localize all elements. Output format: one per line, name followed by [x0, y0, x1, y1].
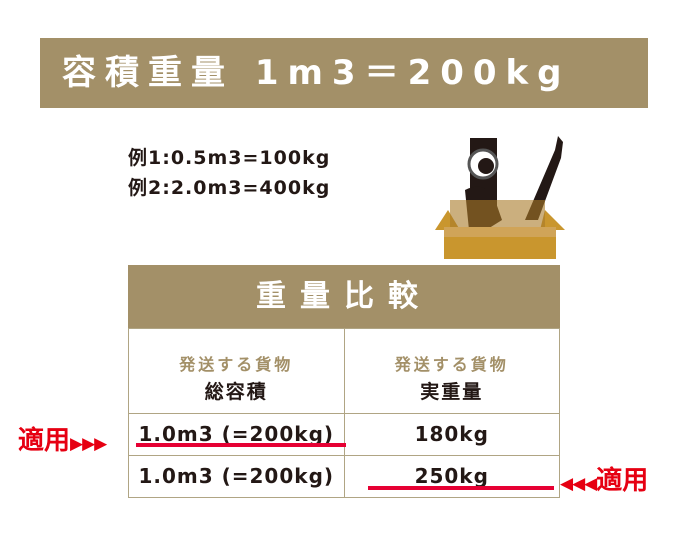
table-row: 1.0m3 (=200kg) 250kg [129, 455, 559, 497]
example-2: 例2:2.0m3=400kg [128, 177, 331, 199]
apply-text: 適用 [596, 466, 649, 496]
header-sub: 発送する貨物 [179, 355, 294, 374]
apply-label-left: 適用▶▶▶ [18, 420, 107, 457]
example-1: 例1:0.5m3=100kg [128, 147, 331, 169]
header-main: 総容積 [204, 381, 268, 403]
applied-underline [136, 443, 346, 447]
header-sub: 発送する貨物 [394, 355, 509, 374]
header-actual: 発送する貨物 実重量 [343, 329, 560, 413]
arrow-right-icon: ▶▶▶ [70, 434, 107, 454]
mascot-in-box-icon [435, 136, 565, 259]
title-banner: 容積重量 1m3＝200kg [40, 38, 648, 108]
weight-comparison-table: 重量比較 発送する貨物 総容積 発送する貨物 実重量 1.0m3 (=200kg… [128, 265, 560, 498]
table-cell: 180kg [343, 414, 560, 455]
arrow-left-icon: ◀◀◀ [560, 474, 597, 494]
header-main: 実重量 [420, 381, 484, 403]
table-header-row: 発送する貨物 総容積 発送する貨物 実重量 [129, 328, 559, 413]
table-cell: 250kg [343, 456, 560, 497]
table-cell: 1.0m3 (=200kg) [138, 422, 335, 446]
table-title: 重量比較 [128, 265, 560, 328]
apply-label-right: ◀◀◀適用 [560, 460, 648, 497]
table-cell: 1.0m3 (=200kg) [138, 464, 335, 488]
applied-underline [368, 486, 554, 490]
apply-text: 適用 [18, 426, 71, 456]
header-volume: 発送する貨物 総容積 [129, 329, 344, 413]
table-row: 1.0m3 (=200kg) 180kg [129, 413, 559, 455]
